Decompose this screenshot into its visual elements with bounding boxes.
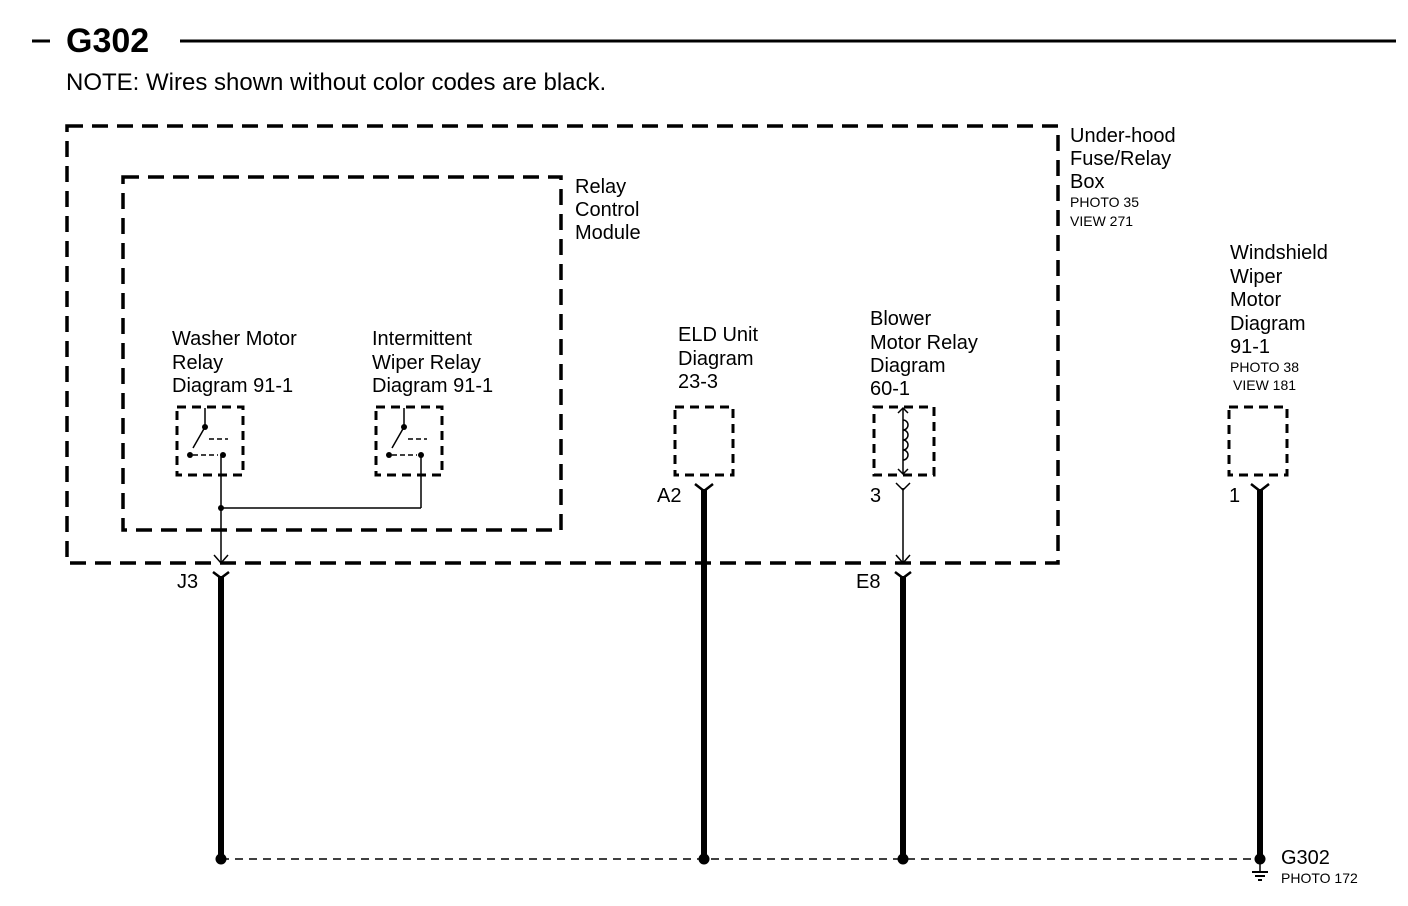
ground-splice-a2 [698, 853, 710, 865]
blower-wire-arrow [895, 554, 911, 565]
wiper-motor-view-ref: VIEW 181 [1233, 377, 1296, 393]
wiper-relay-line3: Diagram 91-1 [372, 375, 493, 397]
ground-splice-e8 [897, 853, 909, 865]
eld-unit-label: ELD Unit Diagram 23-3 [678, 324, 758, 393]
washer-relay-line2: Relay [172, 352, 223, 374]
blower-pin-label: 3 [870, 485, 881, 507]
underhood-box-outline [65, 124, 1060, 565]
ground-splice-wiper [1254, 853, 1266, 865]
blower-relay-line1: Blower [870, 308, 931, 330]
blower-relay-line4: 60-1 [870, 378, 910, 400]
wiper-relay-label: Intermittent Wiper Relay Diagram 91-1 [372, 328, 493, 397]
blower-relay-line3: Diagram [870, 355, 946, 377]
underhood-view-ref: VIEW 271 [1070, 213, 1133, 229]
wiper-motor-pin-label: 1 [1229, 485, 1240, 507]
underhood-label-line1: Under-hood [1070, 125, 1176, 147]
washer-relay-line3: Diagram 91-1 [172, 375, 293, 397]
relay-module-line2: Control [575, 199, 639, 221]
blower-relay-label: Blower Motor Relay Diagram 60-1 [870, 308, 978, 400]
wiper-motor-line4: Diagram [1230, 313, 1306, 335]
internal-ground-wiring [213, 455, 422, 564]
ground-splice-j3 [215, 853, 227, 865]
ground-label: G302 [1281, 847, 1330, 869]
eld-unit-line3: 23-3 [678, 371, 718, 393]
note-text: NOTE: Wires shown without color codes ar… [66, 69, 606, 96]
wiper-motor-line2: Wiper [1230, 266, 1283, 288]
eld-unit-line1: ELD Unit [678, 324, 758, 346]
wiper-motor-label: Windshield Wiper Motor Diagram 91-1 PHOT… [1230, 242, 1328, 393]
wiper-motor-photo-ref: PHOTO 38 [1230, 359, 1299, 375]
connector-j3-label: J3 [177, 571, 198, 593]
underhood-photo-ref: PHOTO 35 [1070, 194, 1139, 210]
diagram-title: G302 [66, 22, 149, 60]
ground-photo-ref: PHOTO 172 [1281, 870, 1358, 886]
underhood-label-line3: Box [1070, 171, 1104, 193]
wiper-relay-line1: Intermittent [372, 328, 472, 350]
eld-pin-label: A2 [657, 485, 681, 507]
wiper-motor-line3: Motor [1230, 289, 1281, 311]
ground-symbol [1252, 864, 1268, 881]
wiper-motor-component [1227, 405, 1289, 477]
connector-e8-label: E8 [856, 571, 880, 593]
underhood-label-line2: Fuse/Relay [1070, 148, 1171, 170]
relay-module-outline [121, 175, 563, 532]
eld-unit-line2: Diagram [678, 348, 754, 370]
eld-unit-component [673, 405, 735, 477]
relay-module-line1: Relay [575, 176, 626, 198]
wiper-relay-line2: Wiper Relay [372, 352, 481, 374]
relay-module-label: Relay Control Module [575, 176, 641, 244]
wiper-motor-line5: 91-1 [1230, 336, 1270, 358]
washer-relay-line1: Washer Motor [172, 328, 297, 350]
wiper-motor-line1: Windshield [1230, 242, 1328, 264]
underhood-box-label: Under-hood Fuse/Relay Box PHOTO 35 VIEW … [1070, 125, 1176, 229]
washer-relay-label: Washer Motor Relay Diagram 91-1 [172, 328, 297, 397]
blower-relay-symbol [872, 405, 936, 477]
washer-relay-symbol [175, 405, 245, 477]
relay-module-line3: Module [575, 222, 641, 244]
blower-relay-line2: Motor Relay [870, 332, 978, 354]
wiper-relay-symbol [374, 405, 444, 477]
